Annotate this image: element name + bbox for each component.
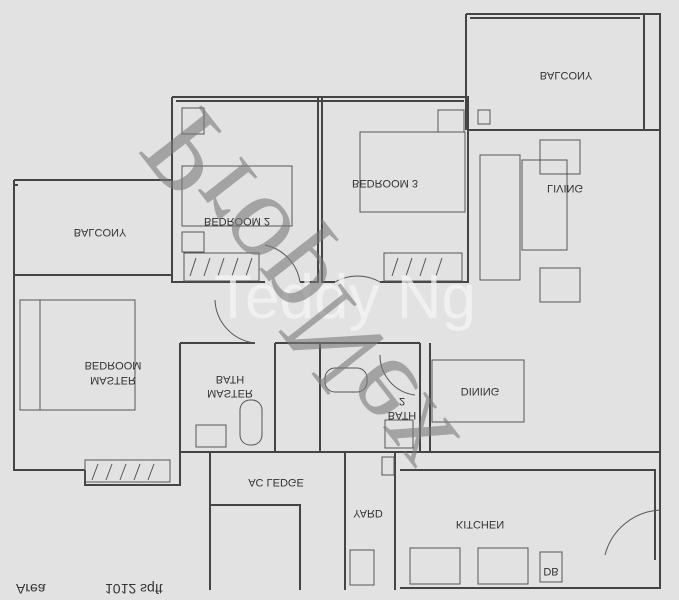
label-dining: DINING — [461, 385, 500, 397]
label-bedroom-2: BEDROOM 2 — [204, 215, 270, 227]
sofa — [479, 154, 521, 281]
label-yard: YARD — [353, 507, 383, 519]
master-bed — [19, 299, 136, 411]
furniture — [19, 107, 661, 586]
area-label: Area — [16, 581, 46, 597]
area-value: 1012 sqft — [105, 581, 163, 597]
coffee-table — [521, 159, 568, 251]
label-master-bedroom-1: BEDROOM — [85, 359, 142, 371]
label-bath-2-b: BATH — [388, 409, 417, 421]
label-bath-2-a: 2 — [399, 395, 405, 407]
walls — [13, 13, 661, 590]
watermark-agent: Teddy Ng — [214, 263, 476, 332]
label-balcony-top: BALCONY — [540, 69, 593, 81]
label-ac-ledge: AC LEDGE — [248, 476, 304, 488]
label-master-bedroom-2: MASTER — [90, 374, 136, 386]
dining-table — [431, 359, 525, 423]
label-bedroom-3: BEDROOM 3 — [352, 177, 418, 189]
label-kitchen: KITCHEN — [456, 518, 504, 530]
bed-bedroom-3 — [359, 131, 466, 213]
label-balcony-left: BALCONY — [74, 226, 127, 238]
label-master-bath-1: BATH — [216, 373, 245, 385]
label-living: LIVING — [547, 182, 583, 194]
wardrobe — [183, 252, 260, 282]
bed-bedroom-2 — [181, 165, 293, 227]
label-master-bath-2: MASTER — [207, 387, 253, 399]
label-db: DB — [543, 565, 558, 577]
